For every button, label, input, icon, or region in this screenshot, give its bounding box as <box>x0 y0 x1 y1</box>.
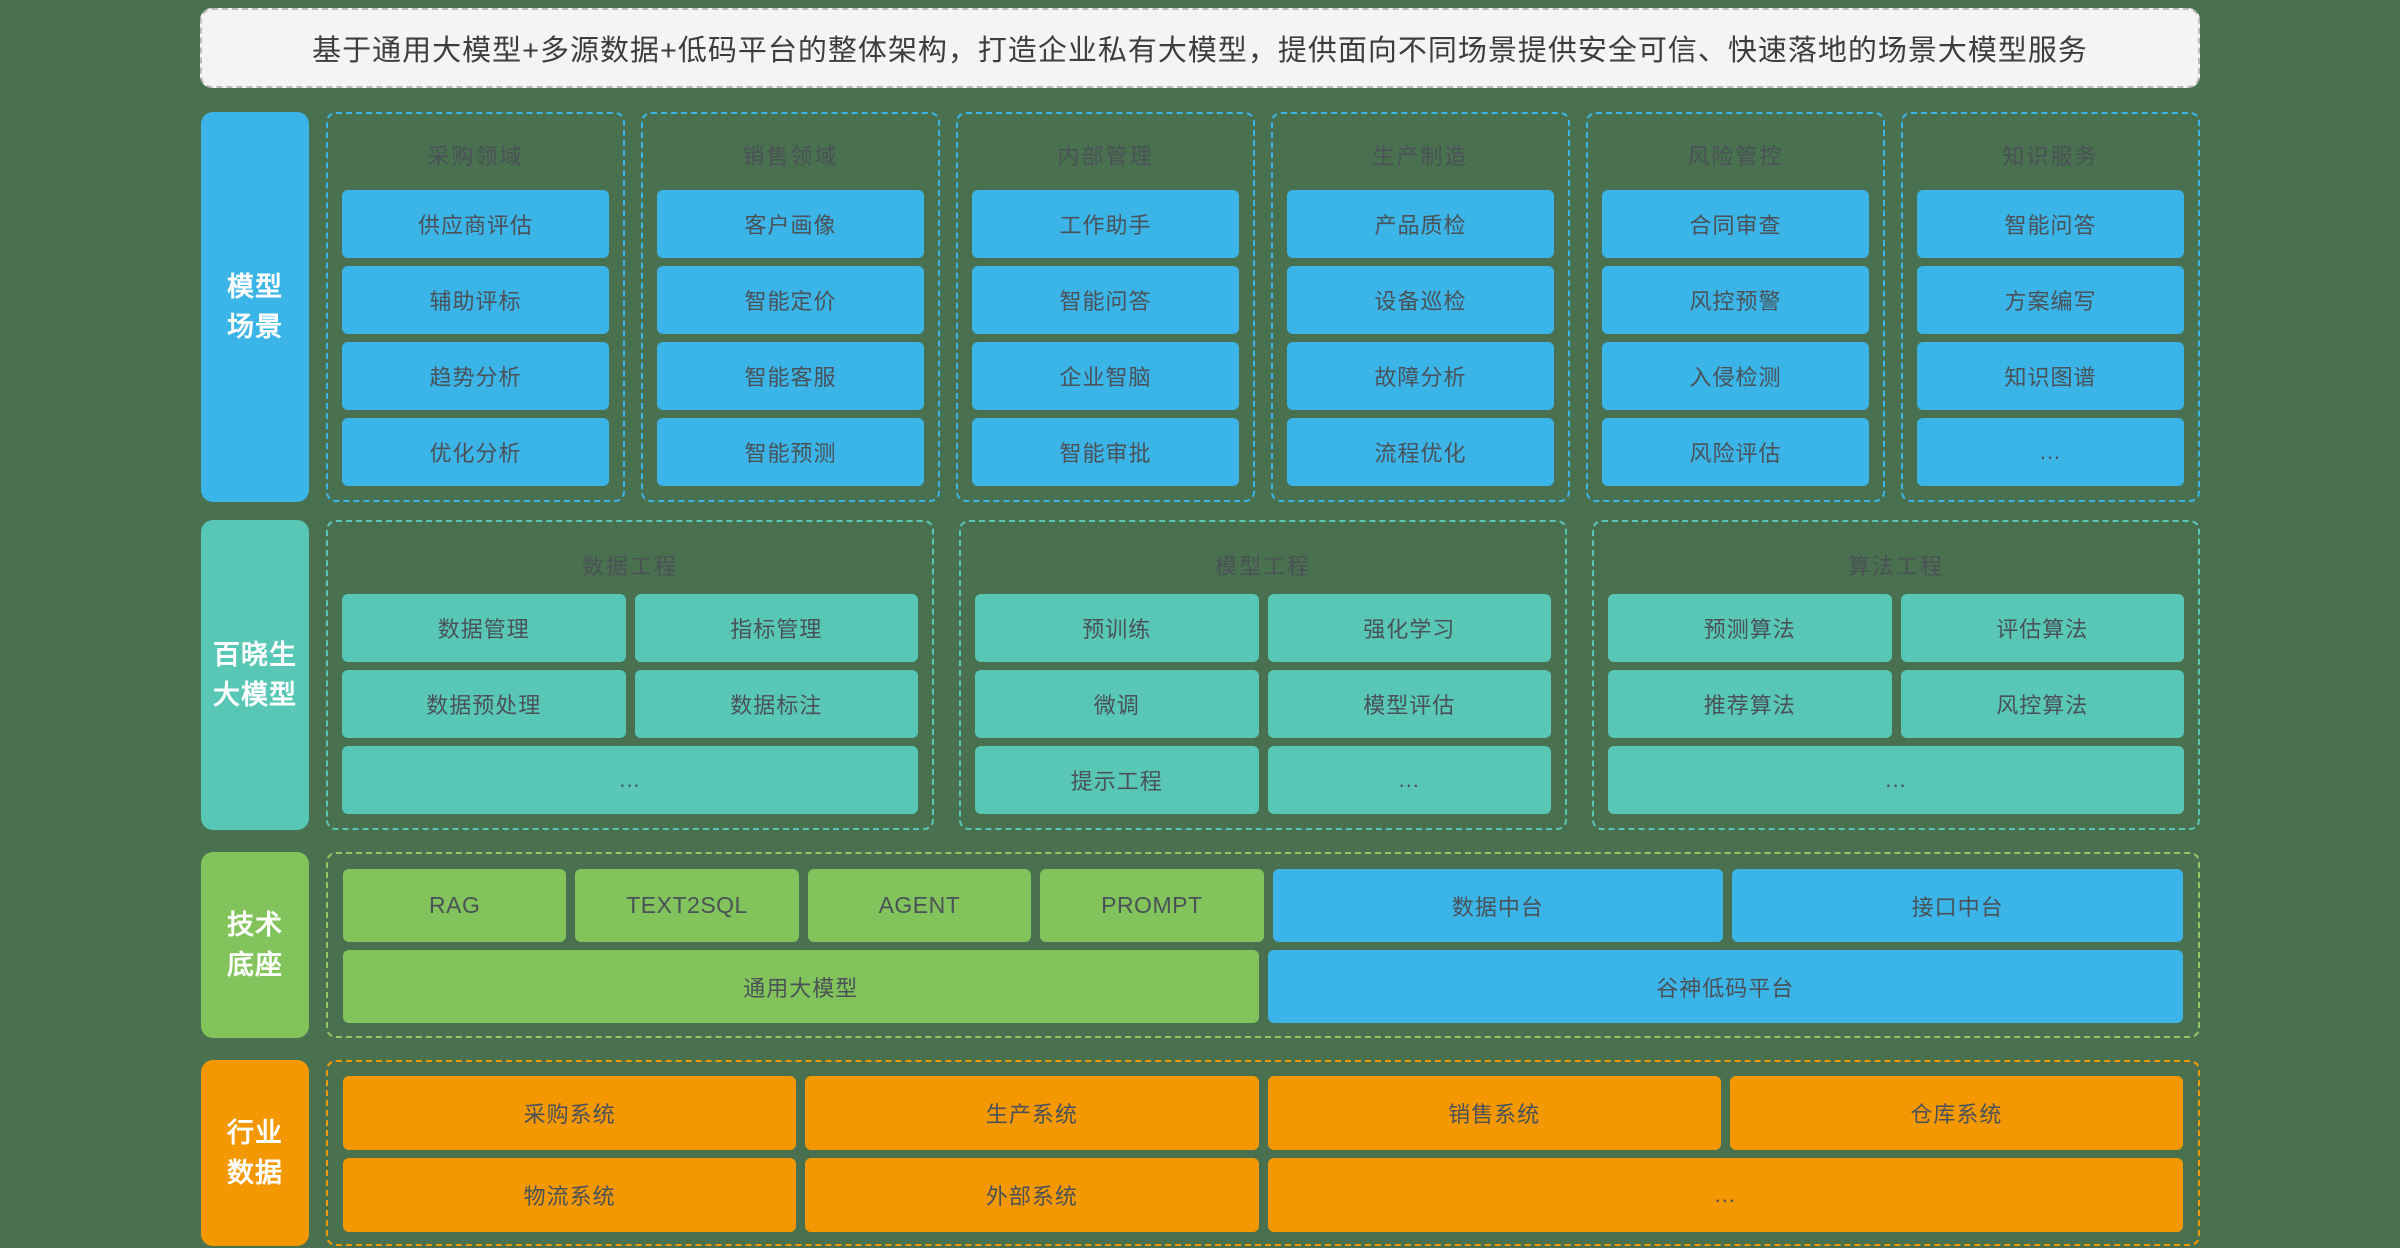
model-group-title: 模型工程 <box>1214 554 1311 579</box>
tech-box-gushen-lowcode: 谷神低码平台 <box>1267 950 2183 1023</box>
scene-column-internal-mgmt: 内部管理 工作助手 智能问答 企业智脑 智能审批 <box>956 112 1255 502</box>
model-sidebar-label: 百晓生 大模型 <box>201 520 309 830</box>
model-group-grid: 预测算法 评估算法 推荐算法 风控算法 ... <box>1608 594 2184 814</box>
industry-top-row: 采购系统 生产系统 销售系统 仓库系统 <box>343 1076 2183 1150</box>
scene-item: 流程优化 <box>1287 418 1554 486</box>
scene-column-title: 风险管控 <box>1687 144 1784 169</box>
scene-column-sales: 销售领域 客户画像 智能定价 智能客服 智能预测 <box>641 112 940 502</box>
model-cell-more: ... <box>1608 746 2184 814</box>
model-group-title: 算法工程 <box>1847 554 1944 579</box>
scene-item: 产品质检 <box>1287 190 1554 258</box>
scene-item: 方案编写 <box>1917 266 2184 334</box>
industry-box-sales-system: 销售系统 <box>1267 1076 1721 1150</box>
scene-item: 知识图谱 <box>1917 342 2184 410</box>
tech-box-data-middle-platform: 数据中台 <box>1272 869 1724 942</box>
model-cell: 模型评估 <box>1267 670 1551 738</box>
tech-row: 技术 底座 RAG TEXT2SQL AGENT PROMPT 数据中台 接口中… <box>201 852 2200 1038</box>
model-cell: 评估算法 <box>1900 594 2184 662</box>
scene-item: 辅助评标 <box>342 266 609 334</box>
industry-sidebar-label: 行业 数据 <box>201 1060 309 1246</box>
scene-item: 智能定价 <box>657 266 924 334</box>
model-group-algorithm-engineering: 算法工程 预测算法 评估算法 推荐算法 风控算法 ... <box>1592 520 2200 830</box>
model-group-grid: 数据管理 指标管理 数据预处理 数据标注 ... <box>342 594 918 814</box>
scene-item: 故障分析 <box>1287 342 1554 410</box>
model-cell: 提示工程 <box>975 746 1259 814</box>
scene-column-title: 采购领域 <box>427 144 524 169</box>
scenes-content: 采购领域 供应商评估 辅助评标 趋势分析 优化分析 销售领域 客户画像 智能定价… <box>326 112 2200 502</box>
scene-item: 风控预警 <box>1602 266 1869 334</box>
model-content: 数据工程 数据管理 指标管理 数据预处理 数据标注 ... 模型工程 预训练 强… <box>326 520 2200 830</box>
scene-column-manufacturing: 生产制造 产品质检 设备巡检 故障分析 流程优化 <box>1271 112 1570 502</box>
tech-box-api-middle-platform: 接口中台 <box>1732 869 2183 942</box>
industry-box-external-system: 外部系统 <box>805 1158 1259 1232</box>
scene-item: 智能预测 <box>657 418 924 486</box>
scene-item: 优化分析 <box>342 418 609 486</box>
model-cell: 强化学习 <box>1267 594 1551 662</box>
scene-item: 设备巡检 <box>1287 266 1554 334</box>
model-cell: 数据标注 <box>634 670 918 738</box>
tech-top-row: RAG TEXT2SQL AGENT PROMPT 数据中台 接口中台 <box>343 869 2183 942</box>
scenes-row: 模型 场景 采购领域 供应商评估 辅助评标 趋势分析 优化分析 销售领域 客户画… <box>201 112 2200 502</box>
industry-bottom-row: 物流系统 外部系统 ... <box>343 1158 2183 1232</box>
model-cell: 数据预处理 <box>342 670 626 738</box>
scene-item: 入侵检测 <box>1602 342 1869 410</box>
model-cell: 推荐算法 <box>1608 670 1892 738</box>
tech-box-rag: RAG <box>343 869 567 942</box>
model-cell: 指标管理 <box>634 594 918 662</box>
scene-column-title: 内部管理 <box>1057 144 1154 169</box>
scene-column-title: 销售领域 <box>742 144 839 169</box>
model-cell-more: ... <box>342 746 918 814</box>
industry-row: 行业 数据 采购系统 生产系统 销售系统 仓库系统 物流系统 外部系统 ... <box>201 1060 2200 1246</box>
model-cell: 微调 <box>975 670 1259 738</box>
tech-box-agent: AGENT <box>807 869 1032 942</box>
model-group-model-engineering: 模型工程 预训练 强化学习 微调 模型评估 提示工程 ... <box>959 520 1567 830</box>
scene-item: 智能客服 <box>657 342 924 410</box>
scene-item: 智能问答 <box>1917 190 2184 258</box>
tech-box-general-llm: 通用大模型 <box>343 950 1259 1023</box>
model-group-grid: 预训练 强化学习 微调 模型评估 提示工程 ... <box>975 594 1551 814</box>
scene-column-procurement: 采购领域 供应商评估 辅助评标 趋势分析 优化分析 <box>326 112 625 502</box>
tech-box-text2sql: TEXT2SQL <box>575 869 799 942</box>
scene-item: ... <box>1917 418 2184 486</box>
scene-column-risk-control: 风险管控 合同审查 风控预警 入侵检测 风险评估 <box>1586 112 1885 502</box>
scene-item: 企业智脑 <box>972 342 1239 410</box>
industry-box-production-system: 生产系统 <box>805 1076 1259 1150</box>
scene-item: 智能审批 <box>972 418 1239 486</box>
banner-text: 基于通用大模型+多源数据+低码平台的整体架构，打造企业私有大模型，提供面向不同场… <box>312 35 2088 67</box>
scene-column-title: 知识服务 <box>2002 144 2099 169</box>
banner: 基于通用大模型+多源数据+低码平台的整体架构，打造企业私有大模型，提供面向不同场… <box>200 8 2200 88</box>
tech-content: RAG TEXT2SQL AGENT PROMPT 数据中台 接口中台 通用大模… <box>326 852 2200 1038</box>
industry-box-procurement-system: 采购系统 <box>343 1076 797 1150</box>
scene-item: 风险评估 <box>1602 418 1869 486</box>
scene-item: 客户画像 <box>657 190 924 258</box>
scene-column-title: 生产制造 <box>1372 144 1469 169</box>
model-cell: 预测算法 <box>1608 594 1892 662</box>
model-group-data-engineering: 数据工程 数据管理 指标管理 数据预处理 数据标注 ... <box>326 520 934 830</box>
scenes-sidebar-label: 模型 场景 <box>201 112 309 502</box>
scene-item: 趋势分析 <box>342 342 609 410</box>
industry-box-logistics-system: 物流系统 <box>343 1158 797 1232</box>
model-cell-more: ... <box>1267 746 1551 814</box>
model-cell: 数据管理 <box>342 594 626 662</box>
scene-item: 智能问答 <box>972 266 1239 334</box>
model-cell: 预训练 <box>975 594 1259 662</box>
tech-sidebar-label: 技术 底座 <box>201 852 309 1038</box>
industry-content: 采购系统 生产系统 销售系统 仓库系统 物流系统 外部系统 ... <box>326 1060 2200 1246</box>
industry-box-more: ... <box>1267 1158 2183 1232</box>
model-group-title: 数据工程 <box>581 554 678 579</box>
scene-item: 合同审查 <box>1602 190 1869 258</box>
model-row: 百晓生 大模型 数据工程 数据管理 指标管理 数据预处理 数据标注 ... 模型… <box>201 520 2200 830</box>
industry-box-warehouse-system: 仓库系统 <box>1729 1076 2183 1150</box>
tech-bottom-row: 通用大模型 谷神低码平台 <box>343 950 2183 1023</box>
scene-item: 供应商评估 <box>342 190 609 258</box>
tech-box-prompt: PROMPT <box>1040 869 1264 942</box>
scene-column-knowledge: 知识服务 智能问答 方案编写 知识图谱 ... <box>1901 112 2200 502</box>
model-cell: 风控算法 <box>1900 670 2184 738</box>
scene-item: 工作助手 <box>972 190 1239 258</box>
